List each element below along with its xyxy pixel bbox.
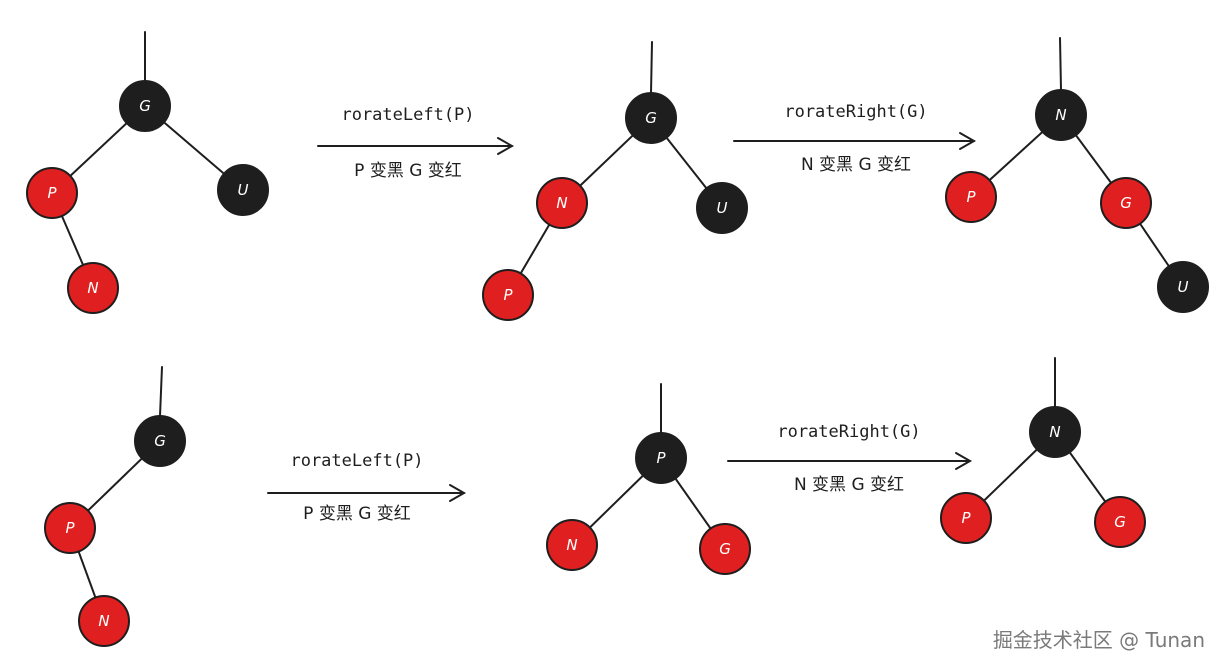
tree-3: N P G U (945, 37, 1209, 313)
tree-5: P N G (546, 383, 751, 575)
node-circle-red (1094, 496, 1146, 548)
node-circle-red (940, 492, 992, 544)
node-circle-red (78, 595, 130, 647)
node-circle-black (635, 432, 687, 484)
rotation-arrow-2: rorateRight(G) N 变黑 G 变红 (733, 102, 977, 175)
root-link-line (650, 41, 653, 94)
node-N: N (536, 177, 588, 229)
recolor-caption: P 变黑 G 变红 (354, 161, 462, 181)
node-U: U (1157, 261, 1209, 313)
recolor-caption: N 变黑 G 变红 (801, 155, 911, 175)
node-circle-red (536, 177, 588, 229)
node-label: P (966, 188, 976, 206)
node-label: U (1178, 278, 1189, 296)
node-circle-red (546, 519, 598, 571)
node-circle-black (1035, 89, 1087, 141)
node-label: U (238, 181, 249, 199)
node-circle-red (699, 523, 751, 575)
node-G: G (1100, 177, 1152, 229)
arrow-head (497, 137, 515, 155)
node-label: G (719, 540, 731, 558)
node-P: P (26, 167, 78, 219)
node-circle-black (1029, 406, 1081, 458)
node-G: G (119, 80, 171, 132)
node-label: P (961, 509, 971, 527)
node-circle-red (67, 262, 119, 314)
node-N: N (1029, 406, 1081, 458)
node-N: N (546, 519, 598, 571)
node-P: P (44, 502, 96, 554)
recolor-caption: N 变黑 G 变红 (794, 475, 904, 495)
node-label: G (1114, 513, 1126, 531)
node-circle-black (119, 80, 171, 132)
node-label: G (645, 109, 657, 127)
node-label: P (47, 184, 57, 202)
node-N: N (67, 262, 119, 314)
node-label: G (154, 432, 166, 450)
node-circle-red (1100, 177, 1152, 229)
node-G: G (1094, 496, 1146, 548)
arrow-head (449, 484, 467, 502)
node-label: N (87, 279, 98, 297)
tree-1: G P U N (26, 31, 269, 314)
node-circle-black (217, 164, 269, 216)
rotation-arrow-4: rorateRight(G) N 变黑 G 变红 (727, 422, 973, 495)
node-U: U (696, 182, 748, 234)
node-label: N (98, 612, 109, 630)
node-P: P (945, 171, 997, 223)
tree-4: G P N (44, 366, 186, 647)
root-link-line (159, 366, 163, 417)
node-circle-red (44, 502, 96, 554)
rotation-arrow-3: rorateLeft(P) P 变黑 G 变红 (267, 451, 467, 524)
node-U: U (217, 164, 269, 216)
node-P: P (482, 269, 534, 321)
node-circle-black (134, 415, 186, 467)
node-label: N (556, 194, 567, 212)
node-label: P (656, 449, 666, 467)
node-G: G (699, 523, 751, 575)
arrow-head (955, 452, 973, 470)
tree-2: G N U P (482, 41, 748, 321)
node-G: G (625, 92, 677, 144)
recolor-caption: P 变黑 G 变红 (303, 504, 411, 524)
node-P: P (940, 492, 992, 544)
node-label: G (1120, 194, 1132, 212)
rotation-arrow-1: rorateLeft(P) P 变黑 G 变红 (317, 105, 515, 181)
node-circle-red (26, 167, 78, 219)
operation-label: rorateRight(G) (777, 422, 920, 442)
operation-label: rorateLeft(P) (290, 451, 423, 471)
node-circle-black (1157, 261, 1209, 313)
operation-label: rorateLeft(P) (341, 105, 474, 125)
operation-label: rorateRight(G) (784, 102, 927, 122)
node-label: N (566, 536, 577, 554)
node-circle-red (945, 171, 997, 223)
root-link-line (1059, 37, 1062, 91)
node-label: P (503, 286, 513, 304)
node-P: P (635, 432, 687, 484)
node-circle-black (696, 182, 748, 234)
tree-6: N P G (940, 357, 1146, 548)
watermark: 掘金技术社区 @ Tunan (992, 628, 1205, 652)
node-circle-black (625, 92, 677, 144)
node-N: N (78, 595, 130, 647)
node-label: G (139, 97, 151, 115)
node-label: N (1055, 106, 1066, 124)
node-label: U (717, 199, 728, 217)
node-label: P (65, 519, 75, 537)
node-label: N (1049, 423, 1060, 441)
arrow-head (959, 132, 977, 150)
node-circle-red (482, 269, 534, 321)
node-N: N (1035, 89, 1087, 141)
node-G: G (134, 415, 186, 467)
